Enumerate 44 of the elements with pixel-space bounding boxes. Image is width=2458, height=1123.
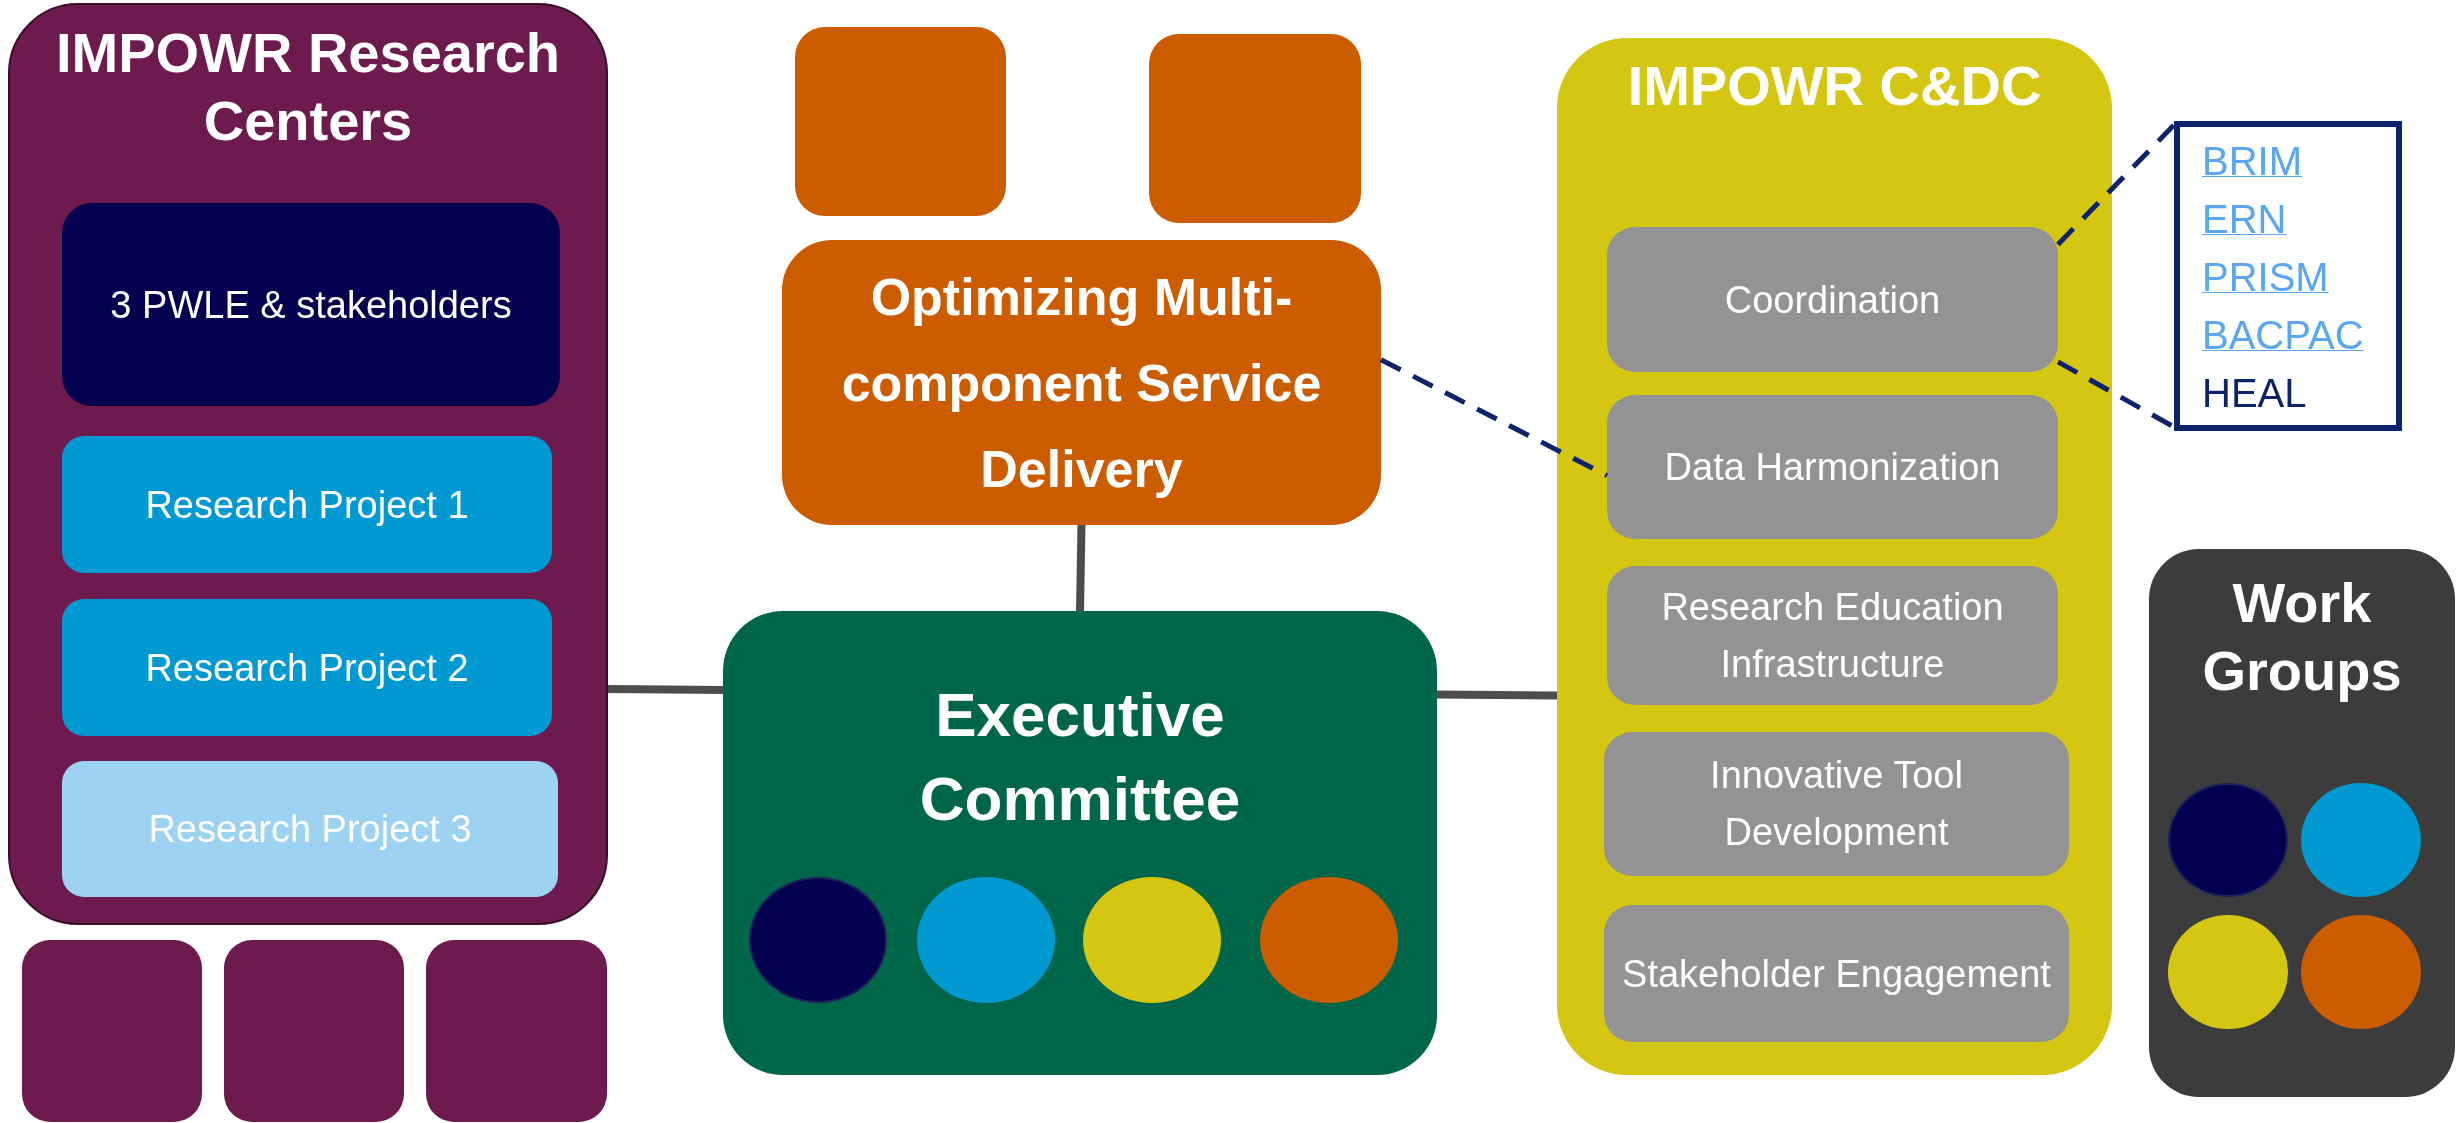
component-box — [62, 761, 558, 897]
group-panel — [2149, 549, 2455, 1097]
placeholder-box — [22, 940, 202, 1122]
connector-line — [1436, 690, 1558, 700]
component-box — [1604, 732, 2069, 876]
network-link: BACPAC — [2202, 312, 2364, 359]
box-label: Optimizing Multi-component Service Delivery — [840, 266, 1323, 500]
network-link: PRISM — [2202, 254, 2329, 301]
dashed-connector — [1379, 357, 1609, 478]
box-label: Research Project 2 — [144, 645, 470, 691]
component-box — [782, 240, 1381, 525]
network-list-box — [2174, 121, 2402, 431]
box-label: Data Harmonization — [1663, 444, 2002, 490]
box-label: Coordination — [1723, 277, 1942, 322]
box-label: Innovative Tool Development — [1709, 753, 1964, 855]
placeholder-box — [224, 940, 404, 1122]
box-label: 3 PWLE & stakeholders — [109, 282, 513, 327]
placeholder-box — [1149, 34, 1361, 223]
box-label: Research Education Infrastructure — [1660, 584, 2005, 687]
placeholder-box — [426, 940, 607, 1122]
placeholder-box — [795, 27, 1006, 216]
network-link: BRIM — [2202, 138, 2302, 185]
component-box — [62, 436, 552, 573]
component-box — [1607, 566, 2058, 705]
panel-heading: IMPOWR Research Centers — [54, 20, 562, 154]
committee-panel — [723, 611, 1437, 1075]
panel-heading: IMPOWR C&DC — [1626, 53, 2043, 119]
connector-line — [1076, 524, 1086, 612]
group-panel — [8, 3, 608, 925]
component-box — [1607, 395, 2058, 539]
box-label: Stakeholder Engagement — [1622, 951, 2051, 997]
component-box — [62, 203, 560, 406]
component-box — [1607, 227, 2058, 372]
network-link: ERN — [2202, 196, 2287, 243]
network-name: HEAL — [2202, 370, 2307, 417]
component-box — [1604, 905, 2069, 1042]
box-label: Research Project 1 — [144, 482, 470, 528]
component-box — [62, 599, 552, 736]
panel-heading: Work Groups — [2201, 570, 2403, 704]
group-panel — [1557, 38, 2112, 1075]
dashed-connector — [2056, 123, 2176, 247]
connector-line — [607, 684, 724, 694]
box-label: Research Project 3 — [147, 806, 473, 852]
panel-heading: Executive Committee — [918, 679, 1242, 835]
